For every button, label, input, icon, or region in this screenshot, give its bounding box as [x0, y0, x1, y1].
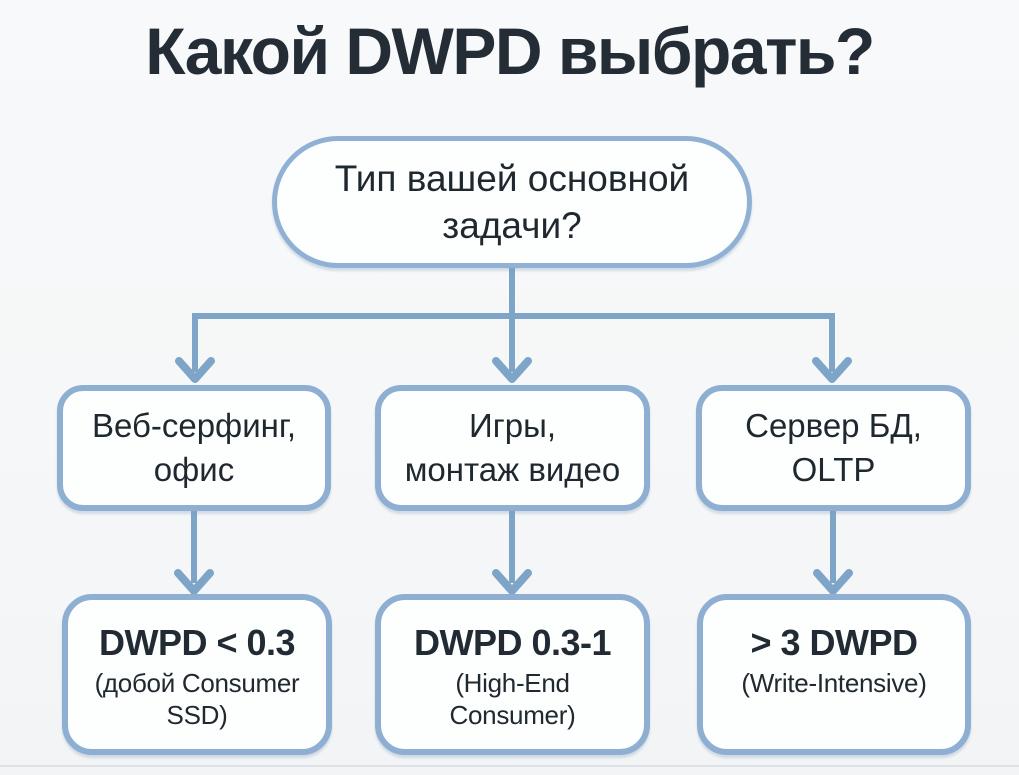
connector-branch-bar	[192, 313, 835, 372]
node-root-question: Тип вашей основной задачи?	[272, 136, 752, 268]
result-web-office-title: DWPD < 0.3	[98, 622, 296, 663]
bottom-edge-artifact-line	[0, 765, 1019, 767]
arrow-down-icon	[492, 569, 532, 595]
arrow-down-icon	[174, 569, 214, 595]
task-web-office-line1: Веб-серфинг,	[91, 407, 297, 445]
result-games-video-title: DWPD 0.3-1	[413, 622, 612, 663]
task-games-video-line1: Игры,	[469, 407, 556, 445]
node-task-web-office: Веб-серфинг, офис	[57, 385, 331, 511]
node-result-games-video: DWPD 0.3-1 (High-End Consumer)	[375, 594, 650, 755]
arrow-down-icon	[813, 569, 853, 595]
task-db-server-line1: Сервер БД,	[745, 407, 922, 445]
task-db-server-line2: OLTP	[791, 451, 876, 488]
task-games-video-line2: монтаж видео	[404, 451, 621, 488]
node-task-games-video: Игры, монтаж видео	[375, 385, 650, 511]
root-question-line1: Тип вашей основной	[334, 157, 690, 199]
result-games-video-subtitle: (High-End Consumer)	[449, 668, 576, 731]
result-db-server-title: > 3 DWPD	[750, 622, 918, 663]
node-result-db-server: > 3 DWPD (Write-Intensive)	[697, 594, 971, 755]
task-web-office-line2: офис	[153, 451, 235, 488]
result-db-server-subtitle: (Write-Intensive)	[741, 668, 927, 699]
arrow-down-icon	[492, 357, 532, 383]
node-task-db-server: Сервер БД, OLTP	[696, 385, 971, 511]
root-question-line2: задачи?	[442, 205, 582, 246]
arrow-down-icon	[175, 357, 215, 383]
page-title: Какой DWPD выбрать?	[145, 14, 875, 88]
arrow-down-icon	[812, 357, 852, 383]
result-web-office-subtitle: (добой Consumer SSD)	[94, 668, 300, 731]
node-result-web-office: DWPD < 0.3 (добой Consumer SSD)	[62, 594, 332, 755]
